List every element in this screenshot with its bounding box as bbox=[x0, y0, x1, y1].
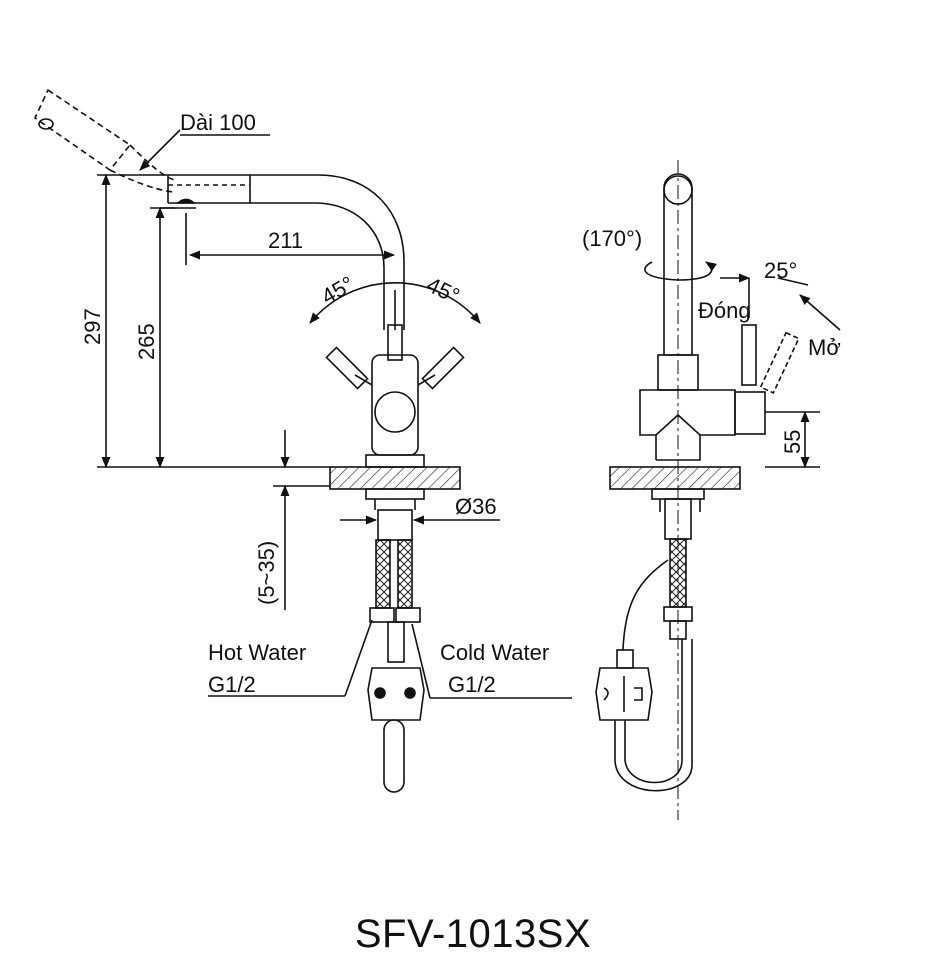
front-view bbox=[33, 88, 572, 793]
valve-box bbox=[367, 667, 425, 721]
spout-reach-label: 211 bbox=[268, 228, 303, 253]
handle-angle-left-label: 45° bbox=[317, 271, 358, 309]
swivel-arrow bbox=[644, 261, 717, 281]
aerator bbox=[175, 198, 197, 204]
model-title: SFV-1013SX bbox=[354, 912, 592, 956]
side-hose bbox=[669, 538, 687, 608]
spout bbox=[168, 174, 405, 330]
cold-hose bbox=[397, 539, 413, 609]
open-label: Mở bbox=[808, 335, 841, 360]
handle-hub bbox=[374, 391, 416, 433]
body-diameter-label: Ø36 bbox=[455, 494, 497, 519]
lever-handle-right bbox=[421, 346, 465, 390]
lever-handle-left bbox=[325, 346, 369, 390]
swivel-angle-label: (170°) bbox=[582, 226, 642, 251]
cold-water-thread-label: G1/2 bbox=[448, 672, 496, 697]
side-valve-box bbox=[595, 667, 653, 721]
cold-water-label: Cold Water bbox=[440, 640, 549, 665]
hot-water-label: Hot Water bbox=[208, 640, 306, 665]
closed-label: Đóng bbox=[698, 298, 751, 323]
lever-open bbox=[759, 331, 800, 395]
pullout-length-label: Dài 100 bbox=[180, 110, 256, 135]
lever-height-label: 55 bbox=[780, 430, 805, 454]
side-view bbox=[595, 160, 841, 820]
lever-closed bbox=[741, 324, 757, 386]
angle-arc bbox=[309, 282, 481, 324]
outlet-height-label: 265 bbox=[134, 323, 159, 360]
side-countertop bbox=[609, 466, 741, 490]
spray-nozzle bbox=[38, 118, 54, 130]
lever-angle-label: 25° bbox=[764, 258, 797, 283]
hot-hose bbox=[375, 539, 391, 609]
hot-water-thread-label: G1/2 bbox=[208, 672, 256, 697]
faucet-body bbox=[371, 354, 419, 456]
side-body bbox=[639, 389, 736, 436]
pullout-spray-head bbox=[33, 88, 176, 193]
countertop bbox=[329, 466, 461, 490]
total-height-label: 297 bbox=[80, 308, 105, 345]
counter-thickness-label: (5~35) bbox=[254, 541, 279, 605]
